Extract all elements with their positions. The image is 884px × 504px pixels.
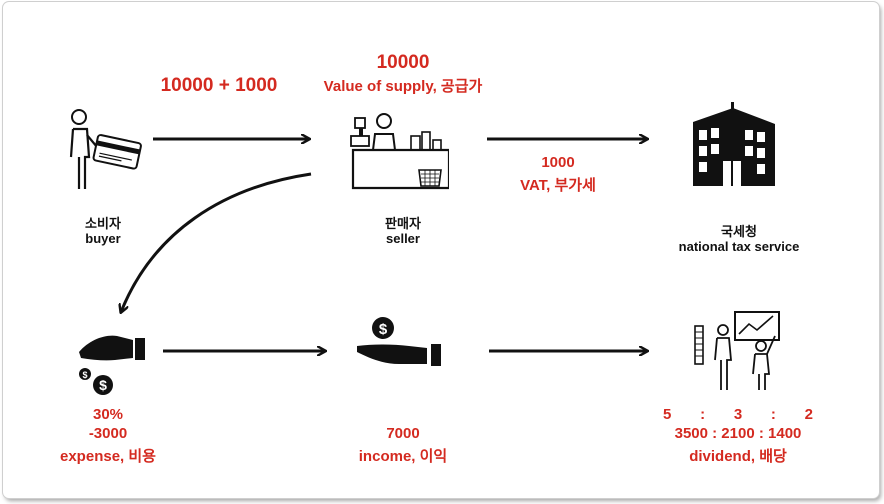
- vat-label: VAT, 부가세: [520, 177, 596, 194]
- presentation-icon: [694, 311, 780, 390]
- buyer-label-en: buyer: [85, 231, 121, 246]
- income-label: income, 이익: [358, 448, 448, 465]
- dividend-label: dividend, 배당: [689, 448, 787, 465]
- income-amount: 7000: [386, 425, 420, 442]
- dividend-amounts: 3500 : 2100 : 1400: [674, 425, 802, 442]
- svg-text:$: $: [82, 370, 87, 380]
- expense-percent: 30%: [92, 406, 124, 423]
- nts-label-ko: 국세청: [721, 224, 757, 239]
- hand-money-icon: $ $: [79, 335, 145, 395]
- arrows-layer: [3, 2, 879, 498]
- supply-amount: 10000: [376, 52, 430, 73]
- dividend-ratio-part: 5: [663, 406, 672, 423]
- tax-building-icon: [693, 102, 775, 186]
- cashier-icon: [350, 113, 449, 190]
- dividend-ratio-sep: :: [700, 406, 706, 423]
- dividend-ratio: 5 : 3 : 2: [663, 406, 813, 423]
- supply-label: Value of supply, 공급가: [323, 78, 483, 95]
- nts-label-en: national tax service: [678, 239, 800, 254]
- vat-amount: 1000: [541, 154, 575, 171]
- svg-text:$: $: [379, 321, 388, 338]
- diagram-canvas: $ $ $ 10000 + 1000 10000 Value of supply…: [3, 2, 879, 498]
- receive-money-icon: $: [357, 317, 441, 366]
- svg-text:$: $: [99, 377, 107, 393]
- seller-label-ko: 판매자: [385, 216, 421, 231]
- expense-amount: -3000: [88, 425, 128, 442]
- seller-label-en: seller: [386, 231, 420, 246]
- dividend-ratio-sep: :: [770, 406, 776, 423]
- dividend-ratio-part: 3: [733, 406, 743, 423]
- buyer-label-ko: 소비자: [85, 216, 121, 231]
- dividend-ratio-part: 2: [804, 406, 813, 423]
- arrow-seller-to-expense: [121, 172, 312, 312]
- card-payment-icon: [69, 109, 142, 189]
- buyer-to-seller-amount: 10000 + 1000: [160, 75, 278, 96]
- expense-label: expense, 비용: [60, 448, 156, 465]
